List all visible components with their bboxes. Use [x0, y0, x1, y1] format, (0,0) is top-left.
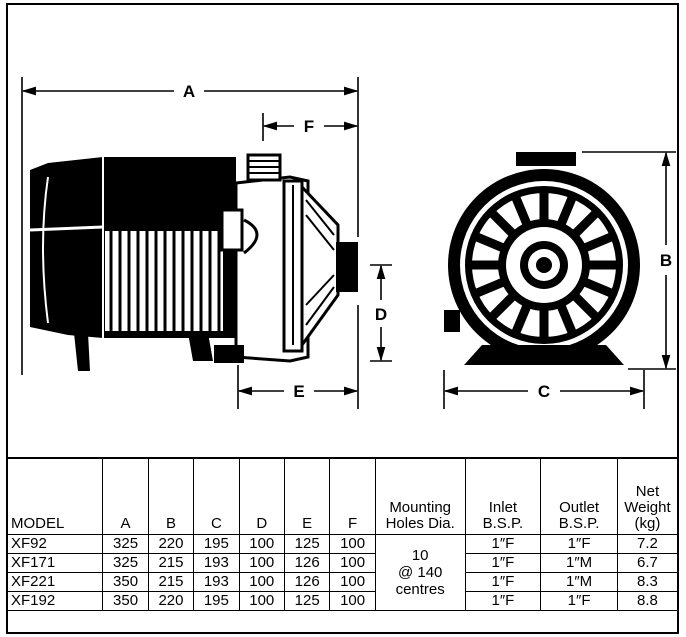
d-cell: 100	[238, 572, 285, 592]
header-mounting-line2: Holes Dia.	[385, 515, 455, 532]
header-outlet-line2: B.S.P.	[558, 515, 600, 532]
dimension-f	[262, 113, 359, 141]
outlet-cell: 1″F	[540, 534, 618, 554]
d-cell: 100	[238, 591, 285, 611]
b-cell: 220	[147, 591, 195, 611]
a-cell: 325	[102, 553, 149, 573]
pump-dimension-drawing: A F D E B	[21, 77, 676, 409]
table-row: XF171 325 215 193 100 126 100 1″F 1″M 6.…	[8, 553, 677, 573]
header-weight-line3: (kg)	[634, 515, 661, 532]
header-b: B	[147, 459, 195, 535]
header-model: MODEL	[8, 459, 104, 535]
header-a: A	[102, 459, 149, 535]
table-row: XF92 325 220 195 100 125 100 10 @ 140 ce…	[8, 534, 677, 611]
header-outlet: Outlet B.S.P.	[540, 459, 618, 535]
outlet-cell: 1″F	[540, 591, 618, 611]
c-cell: 195	[193, 591, 240, 611]
header-d: D	[238, 459, 285, 535]
d-cell: 100	[238, 553, 285, 573]
e-cell: 126	[283, 553, 331, 573]
a-cell: 350	[102, 572, 149, 592]
a-cell: 350	[102, 591, 149, 611]
mounting-line3: centres	[395, 581, 445, 598]
inlet-cell: 1″F	[464, 534, 542, 554]
header-weight-line1: Net	[635, 483, 660, 500]
table-header-row: MODEL A B C D E F Mounting Holes Dia. In…	[8, 459, 677, 535]
dimension-b-label: B	[660, 251, 672, 270]
inlet-cell: 1″F	[464, 572, 542, 592]
header-c: C	[193, 459, 240, 535]
outlet-cell: 1″M	[540, 572, 618, 592]
dimension-d-label: D	[375, 305, 387, 324]
c-cell: 193	[193, 572, 240, 592]
e-cell: 126	[283, 572, 331, 592]
model-cell: XF92	[8, 534, 104, 554]
model-cell: XF192	[8, 591, 104, 611]
inlet-cell: 1″F	[464, 591, 542, 611]
inlet-cell: 1″F	[464, 553, 542, 573]
header-mounting-line1: Mounting	[389, 499, 452, 516]
c-cell: 195	[193, 534, 240, 554]
dimension-d	[370, 264, 392, 362]
header-e: E	[283, 459, 331, 535]
spec-table: MODEL A B C D E F Mounting Holes Dia. In…	[8, 459, 677, 611]
header-mounting: Mounting Holes Dia.	[374, 459, 466, 535]
model-cell: XF221	[8, 572, 104, 592]
spec-sheet-frame: A F D E B	[6, 3, 679, 634]
weight-cell: 7.2	[616, 534, 677, 554]
f-cell: 100	[329, 534, 376, 554]
dimension-c	[443, 370, 645, 409]
b-cell: 215	[147, 572, 195, 592]
header-f: F	[329, 459, 376, 535]
b-cell: 215	[147, 553, 195, 573]
e-cell: 125	[283, 591, 331, 611]
weight-cell: 8.8	[616, 591, 677, 611]
dimension-b	[582, 151, 676, 370]
b-cell: 220	[147, 534, 195, 554]
table-row: XF192 350 220 195 100 125 100 1″F 1″F 8.…	[8, 591, 677, 611]
c-cell: 193	[193, 553, 240, 573]
f-cell: 100	[329, 591, 376, 611]
header-inlet-line2: B.S.P.	[482, 515, 524, 532]
f-cell: 100	[329, 553, 376, 573]
dimension-f-label: F	[304, 117, 314, 136]
header-weight: Net Weight (kg)	[616, 459, 677, 535]
dimension-a-label: A	[183, 82, 195, 101]
dimension-a	[21, 77, 359, 375]
header-outlet-line1: Outlet	[559, 499, 600, 516]
header-weight-line2: Weight	[624, 499, 671, 516]
e-cell: 125	[283, 534, 331, 554]
dimension-e-label: E	[293, 382, 304, 401]
weight-cell: 8.3	[616, 572, 677, 592]
outlet-cell: 1″M	[540, 553, 618, 573]
table-row: XF221 350 215 193 100 126 100 1″F 1″M 8.…	[8, 572, 677, 592]
a-cell: 325	[102, 534, 149, 554]
pump-side-view	[29, 153, 358, 371]
pump-front-view	[444, 152, 640, 365]
mounting-line1: 10	[411, 547, 429, 564]
mounting-line2: @ 140	[397, 564, 443, 581]
model-cell: XF171	[8, 553, 104, 573]
header-inlet-line1: Inlet	[488, 499, 518, 516]
header-inlet: Inlet B.S.P.	[464, 459, 542, 535]
mounting-holes-cell: 10 @ 140 centres	[374, 534, 466, 611]
weight-cell: 6.7	[616, 553, 677, 573]
dimension-c-label: C	[538, 382, 550, 401]
dimension-e	[237, 305, 359, 409]
d-cell: 100	[238, 534, 285, 554]
drawing-table-divider	[8, 457, 677, 459]
f-cell: 100	[329, 572, 376, 592]
